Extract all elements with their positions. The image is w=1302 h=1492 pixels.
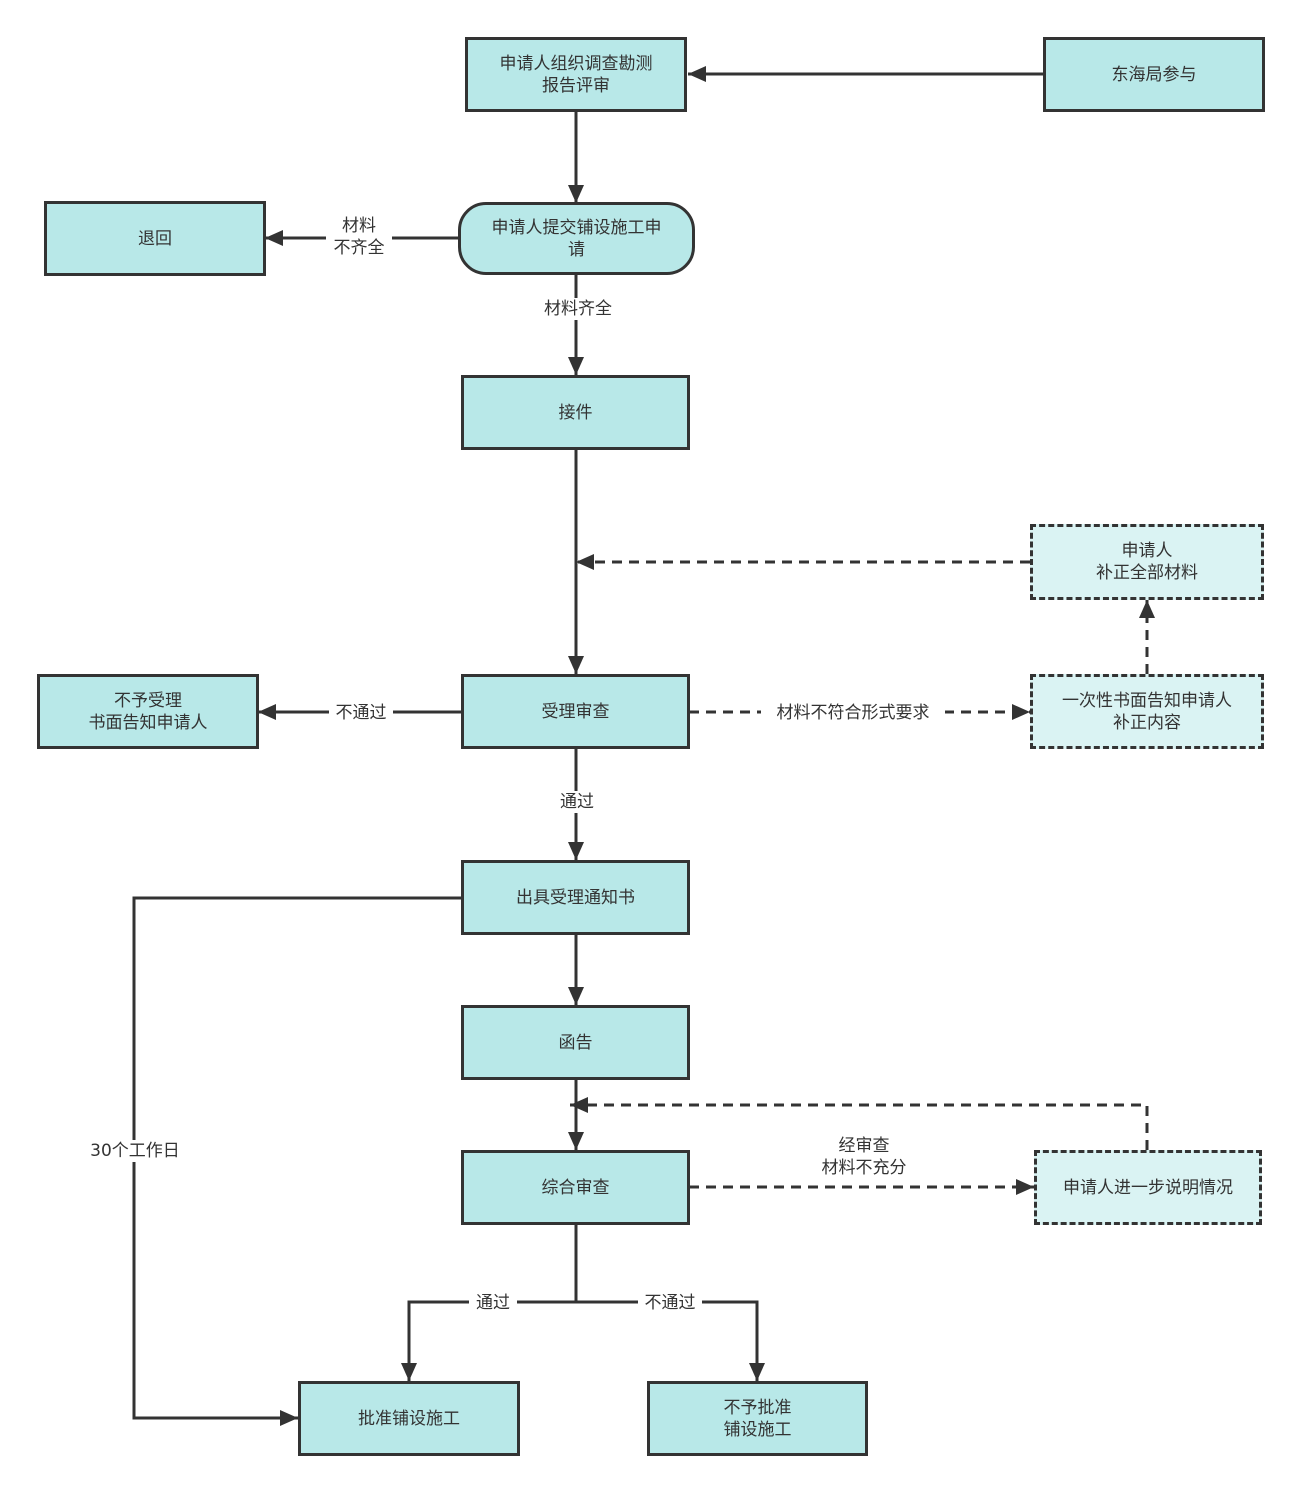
node-explain-label: 申请人进一步说明情况	[1063, 1177, 1233, 1198]
node-return-label: 退回	[138, 228, 172, 249]
label-not-pass-1: 不通过	[329, 702, 393, 724]
node-approve-label: 批准铺设施工	[358, 1408, 460, 1429]
node-comprehensive-review: 综合审查	[461, 1150, 690, 1225]
node-reject: 不予批准 铺设施工	[647, 1381, 868, 1456]
node-return: 退回	[44, 201, 266, 276]
node-notify-once-label: 一次性书面告知申请人 补正内容	[1062, 690, 1232, 733]
node-acceptance-review-label: 受理审查	[541, 701, 610, 722]
label-not-pass-2: 不通过	[638, 1292, 702, 1314]
node-acceptance-review: 受理审查	[461, 674, 690, 749]
node-supplement-label: 申请人 补正全部材料	[1096, 541, 1198, 583]
node-receive: 接件	[461, 375, 690, 450]
node-comprehensive-review-label: 综合审查	[541, 1177, 610, 1198]
label-pass-2: 通过	[469, 1292, 517, 1314]
node-letter-label: 函告	[558, 1032, 593, 1053]
node-accept-notice: 出具受理通知书	[461, 860, 690, 935]
node-accept-notice-label: 出具受理通知书	[516, 887, 635, 908]
node-submit-label: 申请人提交铺设施工申 请	[491, 217, 662, 260]
label-incomplete: 材料 不齐全	[326, 215, 392, 259]
label-days: 30个工作日	[80, 1140, 190, 1162]
label-format-issue: 材料不符合形式要求	[761, 702, 945, 724]
node-review-meeting: 申请人组织调查勘测 报告评审	[465, 37, 687, 112]
label-complete: 材料齐全	[533, 298, 623, 320]
node-letter: 函告	[461, 1005, 690, 1080]
node-approve: 批准铺设施工	[298, 1381, 520, 1456]
label-pass-1: 通过	[553, 791, 601, 813]
node-not-accepted-label: 不予受理 书面告知申请人	[88, 690, 208, 733]
label-insufficient: 经审查 材料不充分	[821, 1136, 907, 1178]
node-not-accepted: 不予受理 书面告知申请人	[37, 674, 259, 749]
node-supplement: 申请人 补正全部材料	[1030, 524, 1264, 600]
node-donghai-label: 东海局参与	[1111, 64, 1197, 85]
node-receive-label: 接件	[558, 402, 593, 423]
node-submit: 申请人提交铺设施工申 请	[458, 202, 695, 275]
node-review-meeting-label: 申请人组织调查勘测 报告评审	[499, 53, 653, 96]
edge-to-approve	[401, 1300, 576, 1381]
edge-explain-to-line	[570, 1097, 1149, 1150]
edge-to-reject	[576, 1300, 765, 1381]
node-explain: 申请人进一步说明情况	[1034, 1150, 1262, 1225]
node-donghai: 东海局参与	[1043, 37, 1265, 112]
node-notify-once: 一次性书面告知申请人 补正内容	[1030, 674, 1264, 749]
node-reject-label: 不予批准 铺设施工	[723, 1397, 792, 1440]
